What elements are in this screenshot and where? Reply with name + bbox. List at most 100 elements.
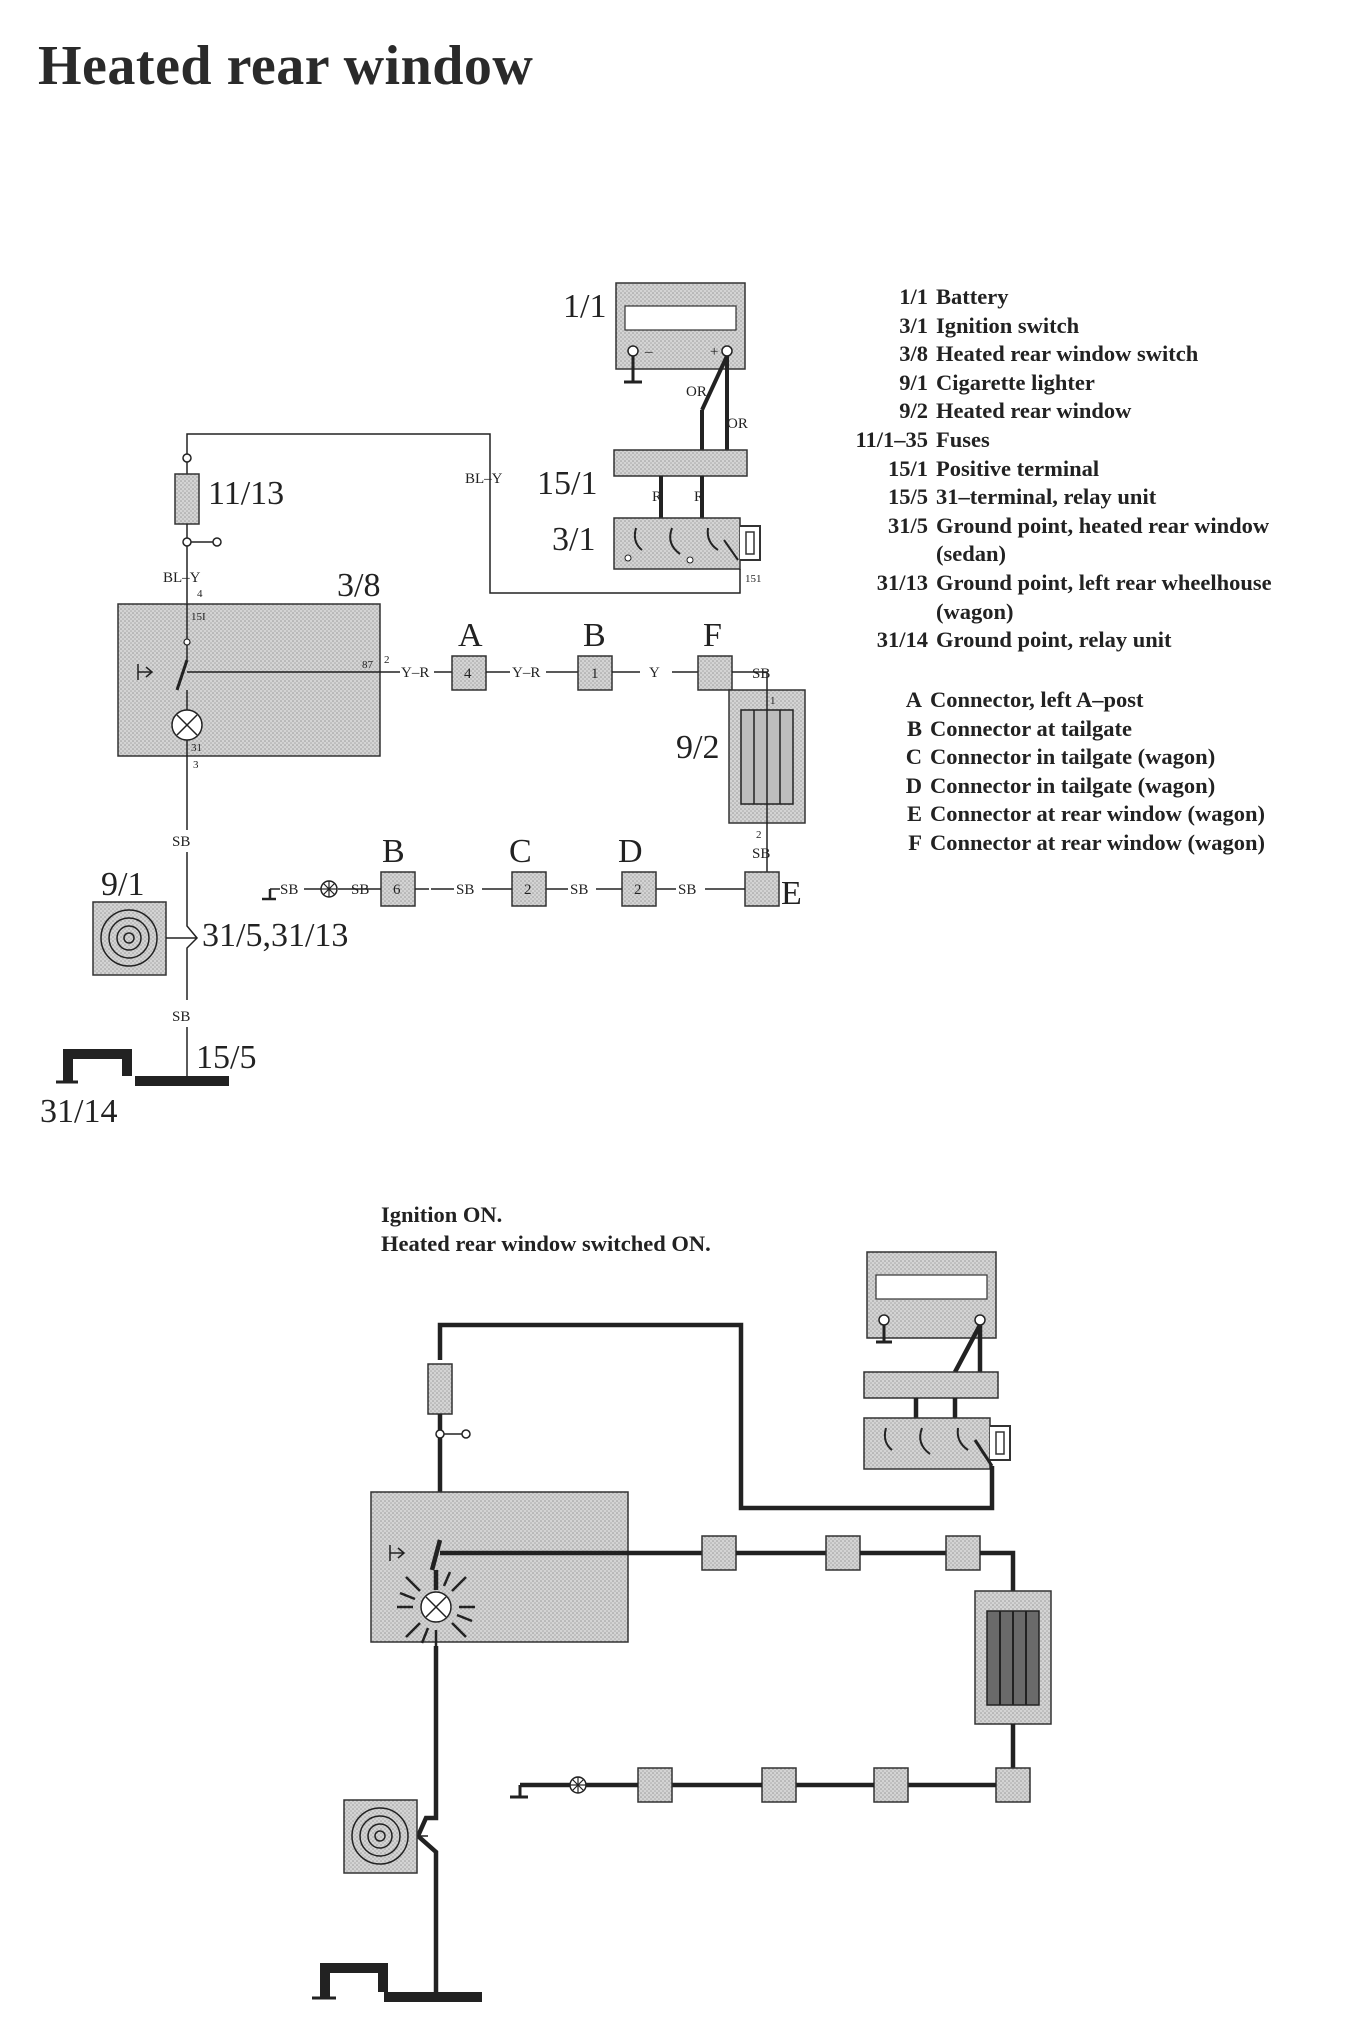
legend-desc: Connector at tailgate [930, 715, 1133, 741]
wire-or-label-2: OR [727, 416, 748, 432]
connector-c-pin: 2 [524, 882, 532, 898]
positive-terminal-symbol [613, 449, 748, 477]
legend-desc: Heated rear window switch [936, 341, 1199, 367]
legend-desc: Battery [936, 284, 1009, 309]
connector-b-bottom-label: B [382, 833, 405, 870]
wire-sb-label-9: SB [172, 1009, 190, 1025]
terminal-31-label: 31 [191, 742, 202, 754]
connector-b-top-symbol [577, 655, 613, 691]
wire-sb-label-6: SB [351, 882, 369, 898]
rear-window-label: 9/2 [676, 729, 719, 766]
wire-r-label-1: R [652, 489, 662, 505]
legend-code: 1/1 [899, 284, 928, 309]
legend-item: (wagon) [820, 598, 1272, 627]
connector-c-label: C [509, 833, 532, 870]
legend-code: 9/2 [899, 398, 928, 424]
connector-f-label: F [703, 617, 722, 654]
legend-item: 9/2 Heated rear window [820, 397, 1272, 426]
state-caption: Ignition ON. Heated rear window switched… [381, 1200, 711, 1258]
connector-e-label: E [781, 875, 802, 912]
connector-b-bottom-pin: 6 [393, 882, 401, 898]
ignition-switch-symbol [613, 517, 761, 570]
legend-desc: Ground point, relay unit [936, 627, 1172, 653]
battery-symbol: – + [615, 282, 746, 384]
legend-code: 15/5 [887, 484, 928, 510]
legend-desc: Connector in tailgate (wagon) [930, 772, 1216, 798]
wire-sb-label-1: SB [752, 666, 770, 682]
wire-sb-label-3: SB [678, 882, 696, 898]
wire-r-label-2: R [694, 489, 704, 505]
legend-desc: Ground point, heated rear window [936, 512, 1270, 538]
legend-item: 15/5 31–terminal, relay unit [820, 483, 1272, 512]
legend-code: 3/8 [899, 341, 928, 367]
wire-sb-label-4: SB [570, 882, 588, 898]
lighter-label: 9/1 [101, 866, 144, 903]
relay-ground-label: 31/14 [40, 1093, 117, 1130]
legend-item: 31/14 Ground point, relay unit [820, 626, 1272, 655]
wire-or-label-1: OR [686, 384, 707, 400]
connector-e-symbol [744, 871, 780, 907]
legend-code: 9/1 [899, 369, 928, 395]
relay-terminal-label: 15/5 [196, 1039, 256, 1076]
ignition-switch-label: 3/1 [552, 521, 595, 558]
legend-code: 31/14 [876, 627, 928, 653]
wire-sb-label-8: SB [172, 834, 190, 850]
legend-desc: Connector at rear window (wagon) [930, 829, 1265, 855]
rear-window-switch-symbol [117, 603, 381, 757]
legend-desc: Ground point, left rear wheelhouse [936, 569, 1272, 595]
pin-3-label: 3 [193, 759, 199, 771]
terminal-87-label: 87 [362, 659, 374, 671]
legend-code: F [908, 829, 922, 855]
cigarette-lighter-symbol [92, 901, 197, 976]
battery-label: 1/1 [563, 288, 606, 325]
battery-plus-label: + [710, 344, 718, 360]
wire-bly-label-1: BL–Y [465, 471, 503, 487]
connector-d-label: D [618, 833, 643, 870]
heated-rear-window-symbol [728, 689, 806, 824]
battery-minus-label: – [644, 344, 653, 360]
connector-a-symbol [451, 655, 487, 691]
terminal-15i-label: 15I [191, 611, 206, 623]
legend-desc: Fuses [936, 426, 990, 452]
ground-points-label: 31/5,31/13 [202, 917, 348, 954]
connector-a-pin: 4 [464, 666, 472, 682]
caption-line-1: Ignition ON. [381, 1202, 503, 1227]
legend-desc: Heated rear window [936, 398, 1132, 424]
pin-4-label: 4 [197, 588, 203, 600]
legend-desc: 31–terminal, relay unit [936, 484, 1157, 510]
legend-desc: Positive terminal [936, 455, 1100, 481]
connector-d-pin: 2 [634, 882, 642, 898]
legend-desc: Connector, left A–post [930, 687, 1144, 712]
legend-code [820, 540, 936, 569]
wire-sb-label-7: SB [280, 882, 298, 898]
top-diagram: – + 1/1 OR OR 15/1 R R [40, 282, 806, 1130]
legend-item: (sedan) [820, 540, 1272, 569]
bottom-diagram [312, 1251, 1052, 2002]
positive-terminal-label: 15/1 [537, 465, 597, 502]
legend-desc: Ignition switch [936, 312, 1080, 338]
wire-yr-label-2: Y–R [512, 665, 540, 681]
fuse-label: 11/13 [208, 475, 284, 512]
caption-line-2: Heated rear window switched ON. [381, 1231, 711, 1256]
legend-code: 3/1 [899, 312, 928, 338]
connector-b-top-label: B [583, 617, 606, 654]
terminal-151-label: 151 [745, 573, 762, 585]
legend-desc: (wagon) [936, 598, 1014, 624]
wire-yr-label-1: Y–R [401, 665, 429, 681]
connector-f-symbol [697, 655, 733, 691]
legend-item: F Connector at rear window (wagon) [820, 829, 1265, 858]
wire-y-label: Y [649, 665, 660, 681]
switch-label: 3/8 [337, 567, 380, 604]
connector-d-symbol [621, 871, 657, 907]
legend-item: 1/1 Battery [820, 283, 1272, 312]
pin-2b-label: 2 [756, 829, 762, 841]
